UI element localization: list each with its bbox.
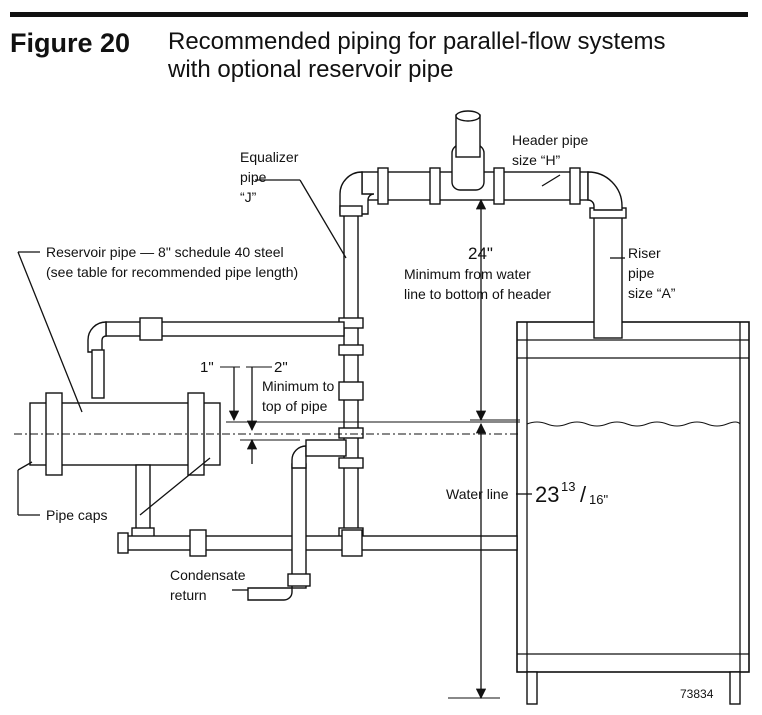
equalizer-label-line-2: pipe bbox=[240, 169, 267, 185]
dimension-1in bbox=[220, 366, 520, 423]
riser-label-line-2: pipe bbox=[628, 265, 655, 281]
riser-label: Riser pipe size “A” bbox=[628, 245, 676, 301]
figure-number: Figure 20 bbox=[10, 28, 131, 58]
header-label-line-2: size “H” bbox=[512, 152, 561, 168]
min-top-label: Minimum to top of pipe bbox=[262, 378, 335, 414]
riser-label-line-1: Riser bbox=[628, 245, 661, 261]
min-header-line-2: Minimum from water bbox=[404, 266, 531, 282]
water-value-whole: 23 bbox=[535, 482, 559, 507]
min-header-line-3: line to bottom of header bbox=[404, 286, 551, 302]
dimension-water-line bbox=[448, 422, 500, 700]
boiler bbox=[516, 321, 750, 705]
pipe-caps-label: Pipe caps bbox=[46, 507, 107, 523]
min-top-line-1: Minimum to bbox=[262, 378, 335, 394]
header-label: Header pipe size “H” bbox=[512, 132, 588, 168]
figure-title-line-1: Recommended piping for parallel-flow sys… bbox=[168, 28, 666, 55]
figure-title: Recommended piping for parallel-flow sys… bbox=[168, 28, 748, 84]
min-top-line-2: top of pipe bbox=[262, 398, 328, 414]
figure-title-line-2: with optional reservoir pipe bbox=[168, 56, 454, 83]
water-line-label: Water line bbox=[446, 486, 509, 502]
riser-label-line-3: size “A” bbox=[628, 285, 676, 301]
figure-code: 73834 bbox=[680, 687, 714, 701]
dimension-24in bbox=[470, 198, 520, 422]
condensate-line-1: Condensate bbox=[170, 567, 246, 583]
min-header-label: 24" Minimum from water line to bottom of… bbox=[404, 244, 551, 302]
reservoir-label-line-2: (see table for recommended pipe length) bbox=[46, 264, 298, 280]
header-label-line-1: Header pipe bbox=[512, 132, 588, 148]
water-value-slash: / bbox=[580, 482, 587, 507]
condensate-label: Condensate return bbox=[170, 567, 246, 603]
reservoir-label-line-1: Reservoir pipe — 8" schedule 40 steel bbox=[46, 244, 284, 260]
min-header-value: 24" bbox=[468, 244, 493, 263]
condensate-line-2: return bbox=[170, 587, 207, 603]
equalizer-label: Equalizer pipe “J” bbox=[240, 149, 299, 205]
water-line-value: 23 13 / 16" bbox=[535, 479, 608, 507]
equalizer-label-line-3: “J” bbox=[240, 189, 257, 205]
dimension-2in bbox=[240, 366, 300, 464]
riser-pipe bbox=[589, 207, 627, 339]
equalizer-pipe bbox=[338, 205, 364, 543]
header-pipe bbox=[339, 110, 623, 215]
reservoir-top-pipe bbox=[87, 317, 345, 399]
top-rule bbox=[10, 12, 748, 17]
water-value-numerator: 13 bbox=[561, 479, 575, 494]
reservoir-label: Reservoir pipe — 8" schedule 40 steel (s… bbox=[46, 244, 298, 280]
two-inch-label: 2" bbox=[274, 359, 288, 376]
reservoir-pipe bbox=[14, 392, 520, 549]
condensate-return-pipe bbox=[117, 439, 518, 601]
water-value-denominator: 16" bbox=[589, 492, 608, 507]
equalizer-label-line-1: Equalizer bbox=[240, 149, 299, 165]
one-inch-label: 1" bbox=[200, 359, 214, 376]
header-leader bbox=[541, 174, 561, 187]
